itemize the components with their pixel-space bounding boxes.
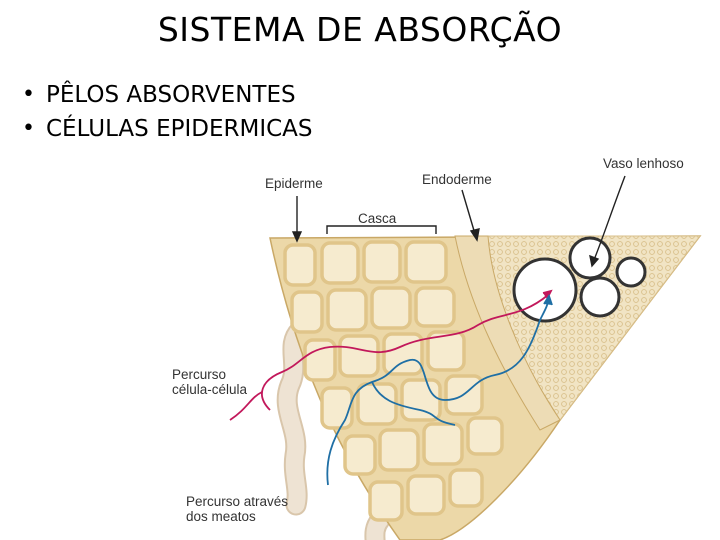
cortex-cell: [370, 286, 412, 330]
cortex-cell: [368, 480, 404, 522]
cortex-cell: [320, 386, 354, 430]
cortex-cell: [448, 468, 484, 508]
page-title: SISTEMA DE ABSORÇÃO: [157, 10, 563, 49]
apoplast-path: [326, 293, 553, 486]
bullet-item: • CÉLULAS EPIDERMICAS: [22, 112, 313, 146]
xylem-vessels: [512, 236, 647, 323]
cortex-cell: [362, 240, 402, 284]
xylem-vessel: [579, 276, 621, 318]
label-percurso-celula-line2: célula-célula: [172, 382, 248, 397]
cortex-cell: [326, 288, 368, 332]
xylem-vessel: [512, 257, 578, 323]
bullet-icon: •: [22, 116, 35, 141]
bullet-text: CÉLULAS EPIDERMICAS: [46, 116, 313, 142]
label-epiderme: Epiderme: [265, 176, 323, 191]
label-percurso-celula-line1: Percurso: [172, 367, 227, 382]
cortex-cell: [400, 378, 442, 422]
label-casca: Casca: [358, 211, 397, 226]
cortex-cells: [283, 240, 504, 522]
endoderm-band: [454, 235, 561, 431]
apoplast-arrowhead: [543, 293, 553, 306]
label-percurso-meatos: Percurso através dos meatos: [186, 494, 288, 524]
cortex-cell: [320, 241, 360, 285]
root-hair-upper-fill: [278, 321, 309, 514]
label-vaso-lenhoso: Vaso lenhoso: [603, 156, 684, 171]
label-percurso-celula: Percurso célula-célula: [172, 367, 247, 397]
bullet-list: • PÊLOS ABSORVENTES • CÉLULAS EPIDERMICA…: [22, 78, 313, 146]
symplast-path-line: [261, 294, 549, 411]
label-percurso-meatos-line2: dos meatos: [186, 509, 256, 524]
cortex-cell: [414, 286, 456, 328]
vaso-arrowhead: [589, 254, 600, 268]
cortex-cell: [406, 474, 446, 516]
cortex-cell: [426, 330, 466, 372]
label-endoderme: Endoderme: [422, 172, 492, 187]
label-pointers: [291, 175, 626, 268]
cortex-cell: [404, 240, 448, 284]
bullet-text: PÊLOS ABSORVENTES: [46, 82, 296, 108]
cortex-cell: [338, 334, 380, 378]
symplast-path-line-2: [229, 391, 263, 421]
cortex-cell: [422, 422, 464, 466]
cortex-cell: [382, 332, 424, 376]
xylem-vessel: [615, 256, 647, 288]
cortex-cell: [290, 290, 324, 334]
casca-bracket: [326, 225, 437, 234]
vaso-pointer: [593, 175, 626, 261]
endoderme-pointer: [461, 189, 476, 235]
bullet-item: • PÊLOS ABSORVENTES: [22, 78, 313, 112]
cortex-cell: [283, 243, 317, 287]
apoplast-path-line: [326, 299, 549, 486]
cortex-cell: [303, 338, 337, 382]
epiderme-arrowhead: [291, 231, 303, 243]
apoplast-path-line-2: [371, 381, 456, 426]
endoderme-arrowhead: [469, 228, 480, 242]
label-percurso-meatos-line1: Percurso através: [186, 494, 289, 509]
cortex-cell: [466, 416, 504, 456]
cortex-cell: [378, 428, 420, 472]
bullet-icon: •: [22, 82, 35, 107]
cortex-cell: [343, 434, 377, 476]
